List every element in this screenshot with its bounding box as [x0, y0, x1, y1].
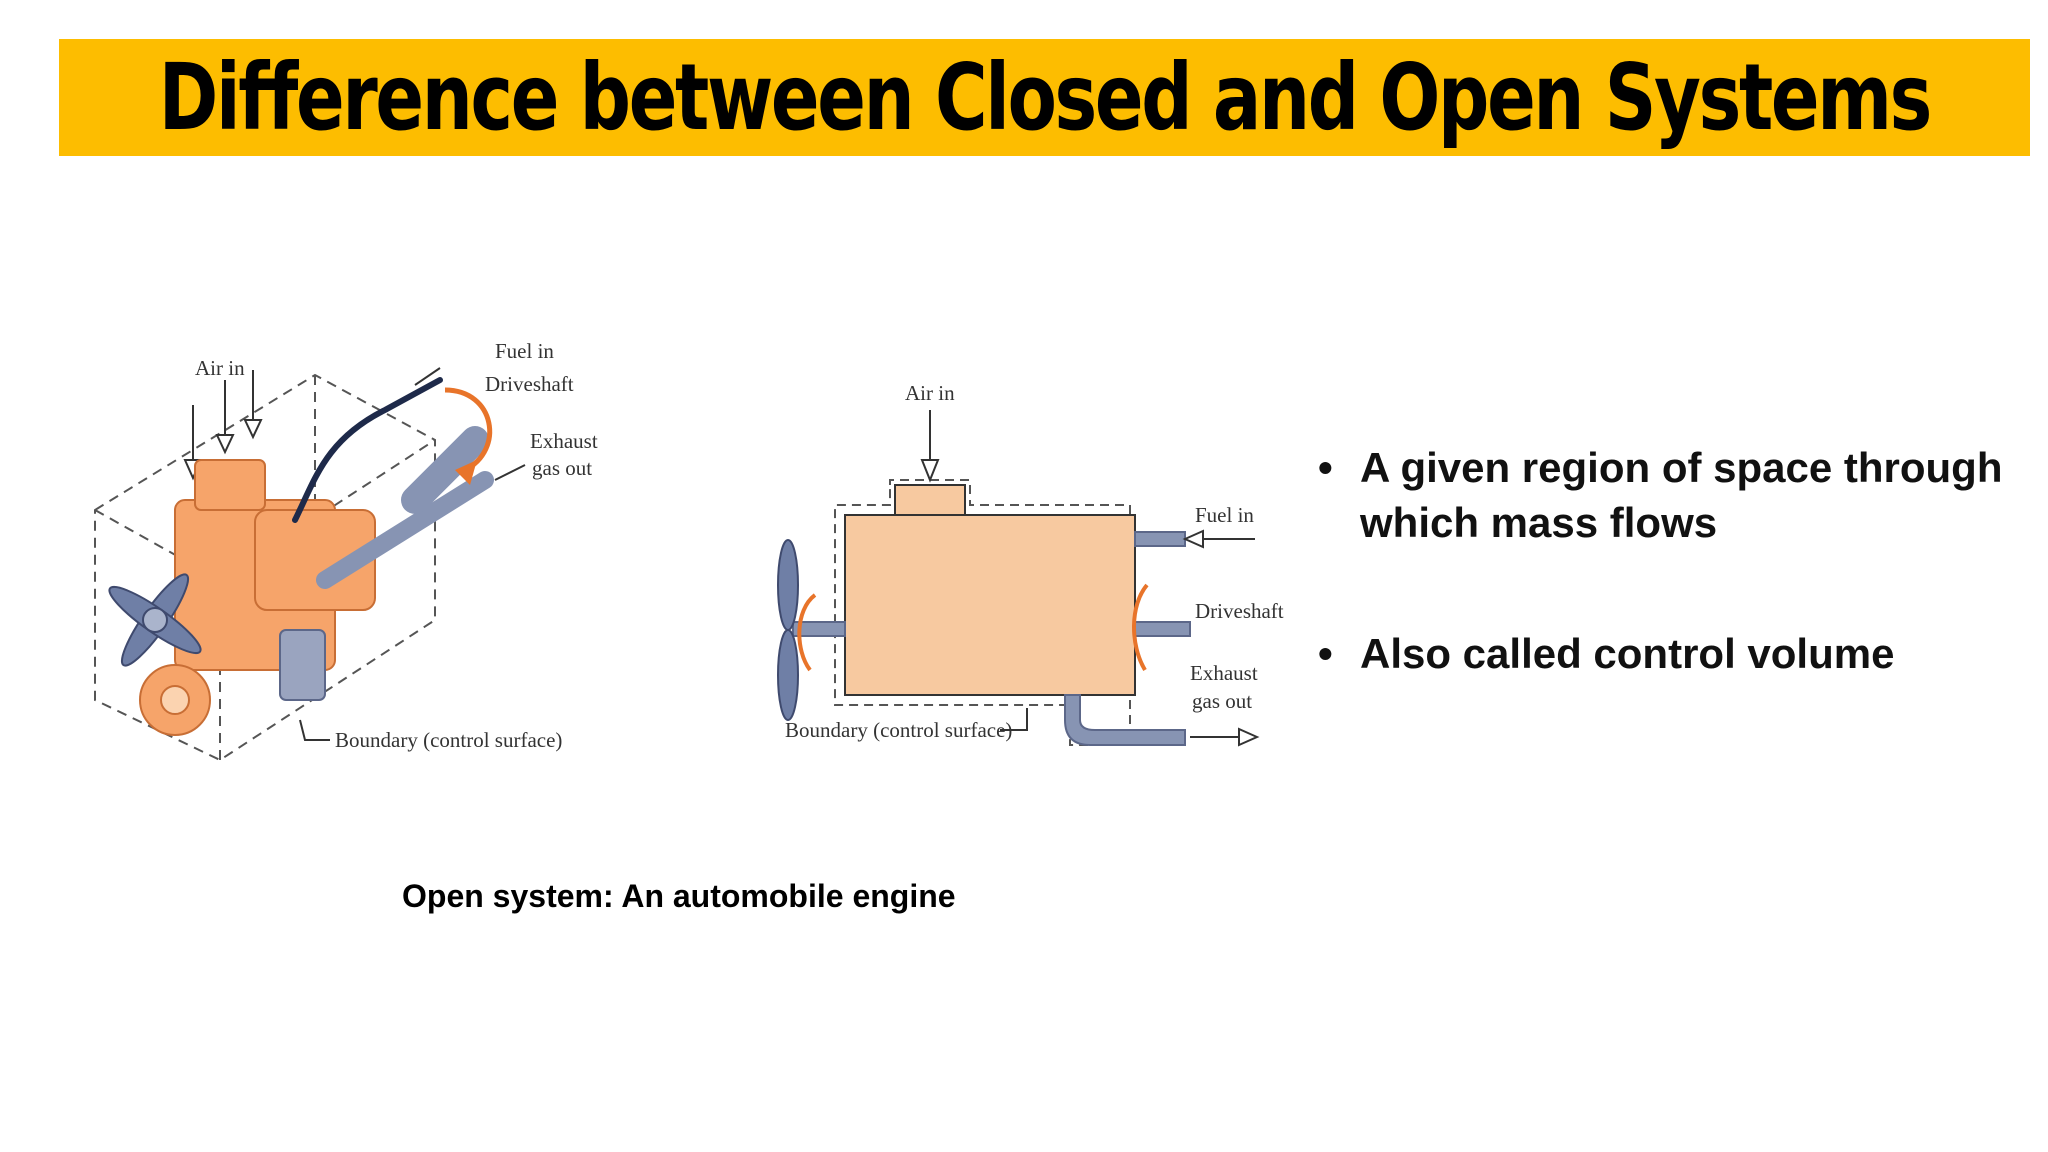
exhaust-label-line2: gas out — [1192, 689, 1252, 713]
rotation-arrow-icon — [797, 593, 817, 672]
slide-title: Difference between Closed and Open Syste… — [158, 44, 1933, 151]
exhaust-label-line1: Exhaust — [530, 429, 598, 453]
control-volume-schematic: Air in Fuel in Driveshaft Exhaust gas ou… — [777, 381, 1284, 747]
air-intake — [894, 484, 966, 516]
bullet-item: • Also called control volume — [1318, 626, 2018, 681]
air-in-label: Air in — [905, 381, 955, 405]
driveshaft-label: Driveshaft — [1195, 599, 1284, 623]
rotation-arrow-icon — [1132, 583, 1149, 672]
propeller-icon — [777, 539, 799, 721]
bullet-dot: • — [1318, 444, 1333, 491]
fuel-in-label: Fuel in — [495, 339, 554, 363]
bullet-item: • A given region of space through which … — [1318, 440, 2018, 550]
bullet-text: Also called control volume — [1360, 630, 1895, 677]
boundary-label: Boundary (control surface) — [785, 718, 1012, 742]
pipes — [292, 377, 494, 589]
fuel-in-label: Fuel in — [1195, 503, 1254, 527]
fan-icon — [108, 573, 202, 667]
engine-body — [139, 459, 376, 736]
boundary-label: Boundary (control surface) — [335, 728, 562, 752]
driveshaft-label: Driveshaft — [485, 372, 574, 396]
rotation-arrow-icon — [444, 387, 493, 473]
title-banner: Difference between Closed and Open Syste… — [59, 39, 2030, 156]
bullet-dot: • — [1318, 630, 1333, 677]
bullet-text: A given region of space through which ma… — [1360, 444, 2003, 546]
bullet-list: • A given region of space through which … — [1318, 440, 2018, 757]
figure-caption: Open system: An automobile engine — [402, 878, 956, 914]
engine-illustration: Air in Fuel in Driveshaft Exhaust gas ou… — [94, 339, 598, 762]
engine-box — [844, 514, 1136, 696]
exhaust-label-line1: Exhaust — [1190, 661, 1258, 685]
air-in-label: Air in — [195, 356, 245, 380]
exhaust-label-line2: gas out — [532, 456, 592, 480]
